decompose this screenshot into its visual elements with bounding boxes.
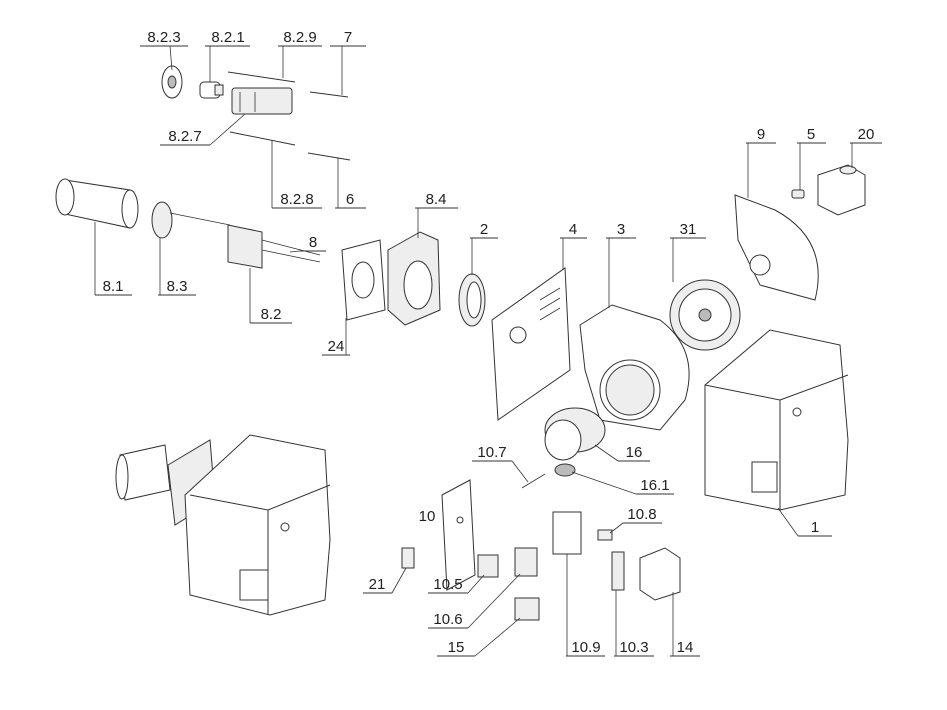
part-20-motor — [817, 164, 866, 216]
part-4-cover-plate — [491, 267, 571, 421]
callout-1: 1 — [811, 519, 819, 536]
callout-8-2-9: 8.2.9 — [283, 29, 316, 46]
callout-4: 4 — [569, 221, 577, 238]
callout-lines — [94, 45, 882, 657]
callout-10-6: 10.6 — [433, 611, 462, 628]
callout-10-8: 10.8 — [627, 506, 656, 523]
part-9-mounting-plate — [734, 194, 819, 301]
part-8-3-ring — [151, 201, 231, 239]
callout-8: 8 — [309, 234, 317, 251]
part-16-pump — [544, 407, 606, 461]
part-8-2-8-electrode — [229, 131, 296, 146]
part-10-5-socket — [477, 554, 499, 578]
callout-6: 6 — [346, 191, 354, 208]
part-8-head-assembly — [227, 224, 321, 269]
assembled-burner — [115, 434, 331, 616]
part-8-2-7-nozzle-holder — [231, 87, 293, 115]
part-10-3-rail — [611, 551, 625, 591]
callout-5: 5 — [807, 126, 815, 143]
callout-24: 24 — [328, 338, 345, 355]
callout-10-3: 10.3 — [619, 639, 648, 656]
part-10-bracket — [441, 479, 476, 591]
part-15-terminal — [514, 597, 540, 621]
part-10-9-transformer — [552, 511, 582, 555]
part-21-relay — [401, 547, 415, 569]
callout-10: 10 — [419, 508, 436, 525]
callout-21: 21 — [369, 576, 386, 593]
callout-8-2-3: 8.2.3 — [147, 29, 180, 46]
part-10-6-connector — [514, 547, 538, 577]
part-24-gasket — [341, 239, 386, 321]
part-14-control-box — [639, 547, 681, 601]
part-10-7-sensor — [521, 473, 546, 489]
callout-31: 31 — [680, 221, 697, 238]
callout-16-1: 16.1 — [640, 477, 669, 494]
callout-15: 15 — [448, 639, 465, 656]
part-5-screw — [791, 189, 805, 199]
callout-2: 2 — [480, 221, 488, 238]
callout-8-1: 8.1 — [103, 278, 124, 295]
part-8-1-blast-tube — [55, 178, 139, 229]
callout-8-2-7: 8.2.7 — [168, 128, 201, 145]
callout-10-9: 10.9 — [571, 639, 600, 656]
part-8-2-3-disc — [161, 65, 183, 99]
part-2-air-damper — [458, 273, 486, 327]
part-10-8-plug — [597, 529, 613, 541]
part-1-casing — [704, 329, 849, 511]
callout-14: 14 — [677, 639, 694, 656]
callout-8-2-8: 8.2.8 — [280, 191, 313, 208]
part-8-4-flange — [387, 231, 441, 326]
part-3-fan-housing — [579, 304, 690, 431]
callout-8-2-1: 8.2.1 — [211, 29, 244, 46]
callout-10-7: 10.7 — [477, 444, 506, 461]
callout-8-3: 8.3 — [167, 278, 188, 295]
callout-20: 20 — [858, 126, 875, 143]
part-7-electrode — [309, 91, 349, 98]
part-6-electrode — [307, 152, 351, 161]
part-8-2-1-nozzle — [199, 81, 224, 99]
part-16-1-coupling — [554, 463, 576, 477]
part-31-fan-wheel — [669, 279, 741, 351]
callout-8-4: 8.4 — [426, 191, 447, 208]
callout-7: 7 — [344, 29, 352, 46]
callout-16: 16 — [626, 444, 643, 461]
callout-9: 9 — [757, 126, 765, 143]
callout-10-5: 10.5 — [433, 576, 462, 593]
callout-8-2: 8.2 — [261, 306, 282, 323]
callout-3: 3 — [617, 221, 625, 238]
part-8-2-9-electrode — [227, 71, 296, 83]
